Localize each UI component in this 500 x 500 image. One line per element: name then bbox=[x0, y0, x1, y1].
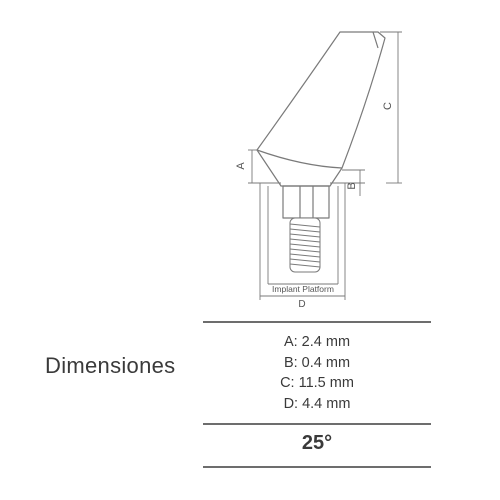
dimension-b-label: B bbox=[346, 182, 358, 189]
angle-value: 25° bbox=[301, 432, 333, 454]
abutment-screw bbox=[289, 217, 321, 273]
dimension-c-label: C bbox=[382, 102, 394, 110]
dimensions-heading: Dimensiones bbox=[45, 353, 176, 378]
spec-c: C: 11.5 mm bbox=[280, 375, 354, 391]
spec-a: A: 2.4 mm bbox=[283, 334, 351, 350]
divider-middle bbox=[203, 423, 431, 425]
dimension-d bbox=[259, 183, 346, 300]
divider-bottom bbox=[203, 466, 431, 468]
spec-b: B: 0.4 mm bbox=[283, 354, 351, 371]
dimension-a-label: A bbox=[235, 162, 247, 170]
implant-platform-label: Implant Platform bbox=[272, 284, 334, 294]
abutment-body bbox=[256, 31, 386, 219]
dimension-d-label: D bbox=[298, 299, 305, 310]
dimension-a bbox=[248, 149, 281, 184]
spec-list: A: 2.4 mm B: 0.4 mm C: 11.5 mm D: 4.4 mm bbox=[203, 332, 431, 414]
spec-d: D: 4.4 mm bbox=[283, 395, 351, 412]
dimension-b bbox=[330, 169, 365, 196]
divider-top bbox=[203, 321, 431, 323]
dimension-c bbox=[380, 31, 402, 184]
